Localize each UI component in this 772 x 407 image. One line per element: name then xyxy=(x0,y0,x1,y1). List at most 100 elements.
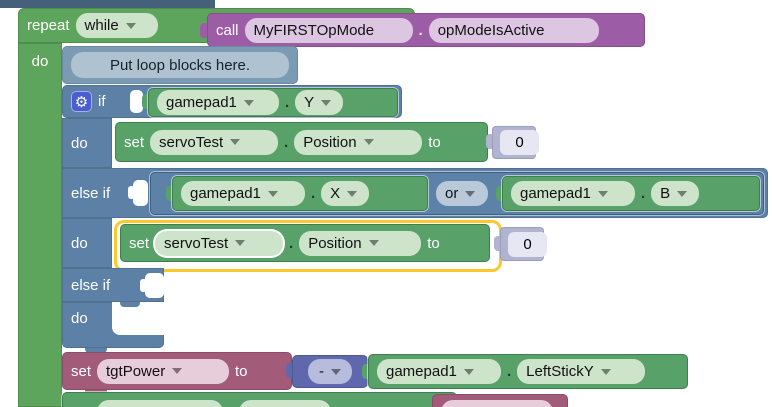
method-name-field[interactable]: opModeIsActive xyxy=(428,17,599,43)
call-label: call xyxy=(216,21,239,39)
property-dropdown[interactable]: Position xyxy=(294,129,423,155)
empty-value-socket xyxy=(145,273,164,298)
or-operator-dropdown[interactable]: or xyxy=(436,181,488,206)
negate-operator-value: - xyxy=(319,363,324,380)
do-label: do xyxy=(71,234,88,252)
stick-dropdown[interactable]: LeftStickY xyxy=(517,359,646,384)
opmode-name-field[interactable]: MyFIRSTOpMode xyxy=(244,17,413,43)
or-operator-value: or xyxy=(445,185,459,202)
if-value-socket xyxy=(130,90,143,113)
comment-text: Put loop blocks here. xyxy=(71,52,289,78)
if-label: if xyxy=(98,93,106,110)
negate-operator-dropdown[interactable]: - xyxy=(308,359,352,384)
gamepad-x-block[interactable]: gamepad1 . X xyxy=(172,176,428,211)
if-do2-section[interactable]: do xyxy=(62,218,112,268)
dot-separator: . xyxy=(311,185,316,202)
dot-separator: . xyxy=(507,363,512,380)
variable-dropdown[interactable]: tgtPower xyxy=(97,358,230,384)
negate-block-plug xyxy=(286,363,295,378)
servo-dropdown[interactable]: servoTest xyxy=(150,129,279,155)
variable-value: tgtPower xyxy=(450,404,509,407)
comment-block[interactable]: Put loop blocks here. xyxy=(62,46,298,84)
number-block-plug xyxy=(486,134,495,149)
set-label: set xyxy=(129,234,150,252)
gamepad-y-plug xyxy=(142,94,151,109)
variable-dropdown[interactable]: tgtPower xyxy=(441,399,553,407)
variable-value: tgtPower xyxy=(106,362,166,380)
to-label: to xyxy=(427,234,440,252)
if-bottom-connector xyxy=(85,348,107,353)
elseif-value-socket xyxy=(133,180,148,206)
number-block-plug xyxy=(494,236,503,251)
gamepad-x-plug xyxy=(166,186,175,201)
button-dropdown[interactable]: Y xyxy=(295,90,344,115)
button-value: Y xyxy=(304,94,315,111)
gamepad-dropdown[interactable]: gamepad1 xyxy=(377,359,501,384)
statement-socket-notch xyxy=(120,302,140,307)
set-servo-position-block-selected[interactable]: set servoTest . Position to xyxy=(120,224,490,262)
property-value: Position xyxy=(303,133,357,151)
gamepad-b-block[interactable]: gamepad1 . B xyxy=(502,176,760,211)
repeat-do-section[interactable]: do xyxy=(18,43,62,407)
call-block-plug xyxy=(200,23,209,38)
gamepad-value: gamepad1 xyxy=(520,185,591,202)
gamepad-dropdown[interactable]: gamepad1 xyxy=(511,181,635,206)
button-value: X xyxy=(330,185,341,202)
if-do-section[interactable]: do xyxy=(62,118,112,168)
gamepad-dropdown[interactable]: gamepad1 xyxy=(157,90,279,115)
number-shadow-block[interactable]: 0 xyxy=(500,227,547,261)
button-dropdown[interactable]: B xyxy=(651,181,700,206)
empty-socket-nub xyxy=(140,279,147,292)
elseif-socket-nub xyxy=(128,186,135,199)
servo-value: servoTest xyxy=(164,234,229,252)
dot-separator: . xyxy=(285,94,290,111)
servo-dropdown-focused[interactable]: servoTest xyxy=(155,230,284,256)
number-field[interactable]: 0 xyxy=(500,130,539,155)
negate-block[interactable]: - xyxy=(292,355,368,388)
to-label: to xyxy=(337,404,350,407)
repeat-mode-value: while xyxy=(84,17,119,34)
empty-statement-socket xyxy=(112,302,164,335)
servo-value: servoTest xyxy=(159,133,224,151)
repeat-do-label: do xyxy=(31,53,49,70)
gamepad-leftsticky-block[interactable]: gamepad1 . LeftStickY xyxy=(368,354,688,389)
set-label: set xyxy=(71,362,92,380)
motor-dropdown[interactable]: motorTest xyxy=(97,399,224,407)
gamepad-value: gamepad1 xyxy=(386,363,457,380)
set-label: set xyxy=(124,133,145,151)
previous-block-bottom-edge[interactable] xyxy=(0,0,215,8)
dot-separator: . xyxy=(418,21,423,39)
dot-separator: . xyxy=(289,234,294,252)
to-label: to xyxy=(428,133,441,151)
set-label: set xyxy=(71,404,91,407)
set-servo-position-block[interactable]: set servoTest . Position to xyxy=(115,122,488,162)
number-field[interactable]: 0 xyxy=(508,231,547,257)
motor-value: motorTest xyxy=(106,404,172,407)
repeat-label: repeat xyxy=(27,17,70,34)
call-method-block[interactable]: call MyFIRSTOpMode . opModeIsActive xyxy=(207,13,645,47)
gamepad-value: gamepad1 xyxy=(166,94,237,111)
do-label: do xyxy=(71,134,88,152)
repeat-mode-dropdown[interactable]: while xyxy=(75,13,158,38)
property-dropdown[interactable]: Power xyxy=(239,399,332,407)
method-name-value: opModeIsActive xyxy=(437,21,545,39)
mutator-gear-icon[interactable]: ⚙ xyxy=(71,91,92,112)
do-label: do xyxy=(71,310,88,327)
gamepad-dropdown[interactable]: gamepad1 xyxy=(181,181,305,206)
property-dropdown[interactable]: Position xyxy=(299,230,422,256)
to-label: to xyxy=(235,362,248,380)
property-value: Power xyxy=(248,404,291,407)
gamepad-leftsticky-plug xyxy=(362,364,371,379)
set-tgtpower-block[interactable]: set tgtPower to xyxy=(62,352,292,390)
button-dropdown[interactable]: X xyxy=(321,181,370,206)
dot-separator: . xyxy=(284,133,289,151)
property-value: Position xyxy=(308,234,362,252)
number-shadow-block[interactable]: 0 xyxy=(492,126,539,159)
dot-separator: . xyxy=(641,185,646,202)
elseif-label: else if xyxy=(71,276,111,294)
gamepad-y-block[interactable]: gamepad1 . Y xyxy=(148,88,398,117)
set-motor-power-block[interactable]: set motorTest . Power to xyxy=(62,392,457,407)
tgtpower-variable-block[interactable]: tgtPower xyxy=(432,394,568,407)
gamepad-b-plug xyxy=(496,186,505,201)
